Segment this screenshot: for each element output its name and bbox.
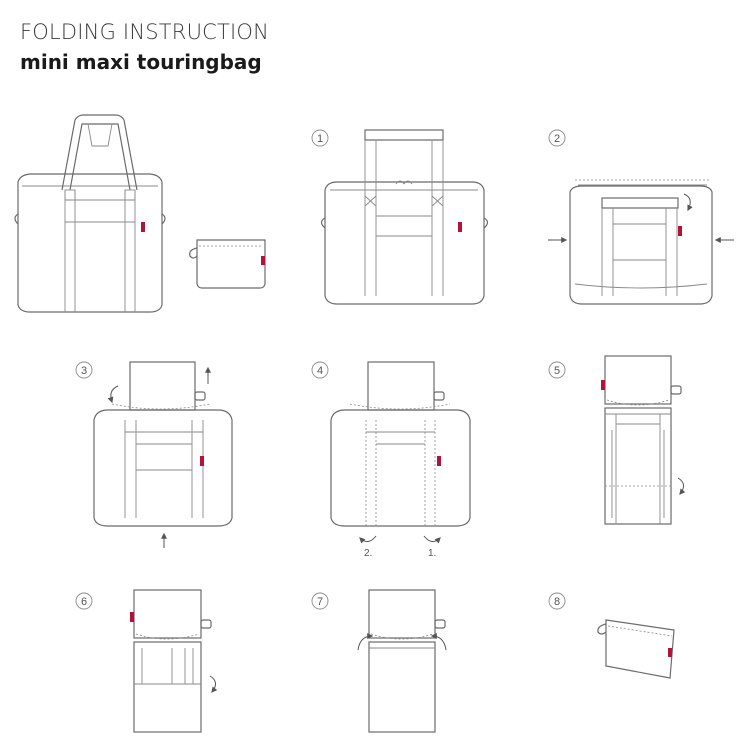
step-6-illustration	[130, 589, 218, 733]
step-8-pouch-illustration	[597, 619, 675, 679]
svg-text:8: 8	[554, 596, 560, 608]
step-7-illustration	[357, 589, 447, 733]
step-5-number: 5	[548, 361, 566, 379]
step-8-number: 8	[548, 592, 566, 610]
step-5-illustration	[601, 355, 686, 525]
page-title: FOLDING INSTRUCTION	[20, 20, 270, 44]
step-2-number: 2	[548, 129, 566, 147]
fold-label-2: 2.	[364, 548, 372, 559]
fold-label-1: 1.	[428, 548, 436, 559]
overview-pouch-illustration	[189, 239, 266, 289]
svg-text:3: 3	[81, 365, 87, 377]
step-3-number: 3	[75, 361, 93, 379]
step-7-number: 7	[311, 592, 329, 610]
step-2-illustration	[548, 179, 734, 305]
step-4-number: 4	[311, 361, 329, 379]
step-6-number: 6	[75, 592, 93, 610]
svg-text:2: 2	[554, 133, 560, 145]
svg-text:1: 1	[317, 133, 323, 145]
svg-text:6: 6	[81, 596, 87, 608]
page-subtitle: mini maxi touringbag	[20, 50, 262, 74]
step-1-illustration	[320, 129, 489, 305]
overview-bag-illustration	[14, 114, 166, 313]
svg-text:7: 7	[317, 596, 323, 608]
step-1-number: 1	[311, 129, 329, 147]
step-3-illustration	[93, 361, 233, 548]
step-4-illustration: 2. 1.	[330, 361, 471, 559]
svg-text:4: 4	[317, 365, 323, 377]
svg-text:5: 5	[554, 365, 560, 377]
